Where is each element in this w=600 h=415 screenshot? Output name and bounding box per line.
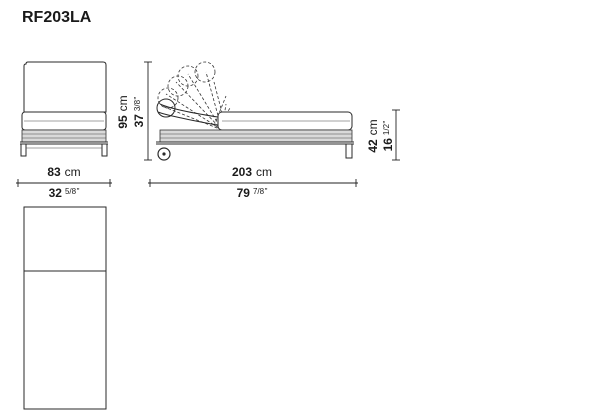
side-leg xyxy=(345,143,353,159)
top-view xyxy=(23,206,107,410)
seat-height-dimension: 42cm 161/2" xyxy=(366,109,400,161)
top-outline xyxy=(23,206,107,410)
model-code: RF203LA xyxy=(22,9,92,26)
front-woven-base xyxy=(21,129,107,143)
back-height-cm-label: 95cm xyxy=(116,95,130,128)
front-leg-left xyxy=(20,143,27,157)
front-leg-right xyxy=(101,143,108,157)
backrest-recline-positions xyxy=(156,61,231,131)
seat-height-inch-label: 161/2" xyxy=(381,120,395,151)
front-backrest xyxy=(23,61,107,113)
headrest-upright xyxy=(194,61,216,83)
side-woven-base xyxy=(159,129,353,143)
back-height-inch-label: 373/8" xyxy=(132,96,146,127)
headrest-reclined xyxy=(156,98,176,118)
seat-height-cm-label: 42cm xyxy=(366,119,380,152)
back-height-dimension: 95cm 373/8" xyxy=(116,61,152,161)
